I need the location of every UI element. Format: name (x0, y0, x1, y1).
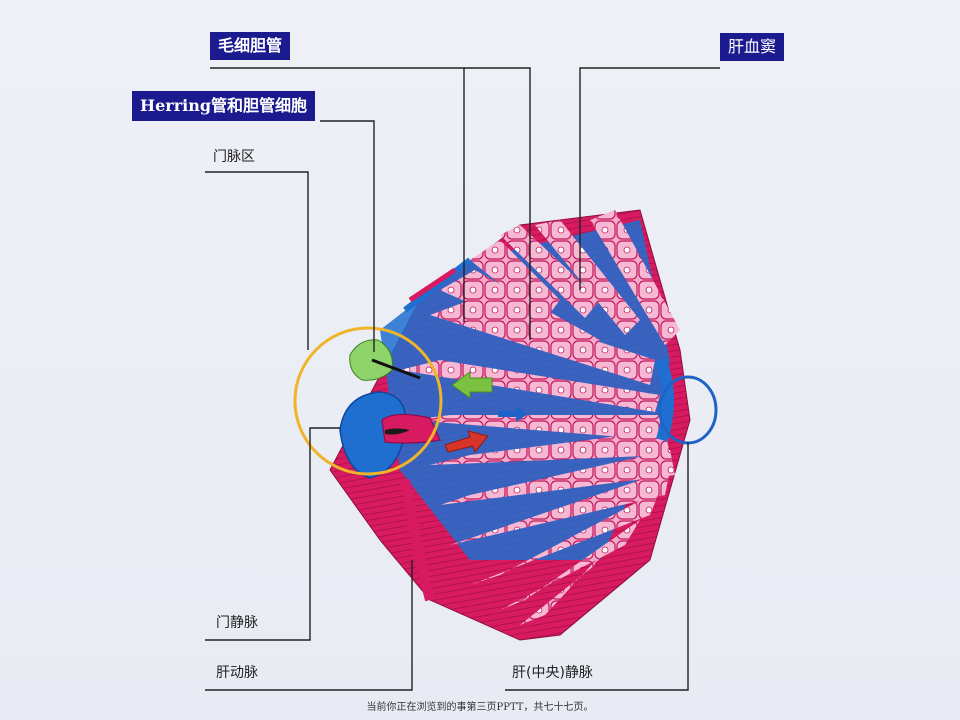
label-bile-canaliculus: 毛细胆管 (210, 32, 291, 60)
hepatocyte-plate (470, 240, 560, 320)
leader-line-portal-area (205, 171, 309, 350)
artery-tail (385, 428, 410, 435)
bile-duct-cells (349, 339, 393, 381)
bile-flow-arrow (451, 371, 493, 399)
hepatocyte-plate (590, 210, 680, 345)
leader-line-artery (205, 560, 413, 691)
hepatocyte-plate (410, 415, 665, 440)
leader-line-central-vein (505, 442, 689, 691)
hepatocyte-plate (430, 430, 670, 465)
hepatocyte-plate (500, 225, 600, 318)
vessel-branch (408, 267, 457, 303)
hepatocyte-plate (440, 270, 600, 358)
blood-flow-arrow (498, 406, 528, 422)
label-hering-duct: Herring管和胆管细胞 (132, 91, 316, 121)
leader-line-hering (320, 120, 375, 352)
blood-flow-arrow (444, 430, 489, 454)
hepatocyte-plates (400, 210, 680, 625)
hepatocyte-plate (535, 220, 640, 335)
leader-line-portal-vein (205, 427, 340, 641)
hepatocyte-plate (400, 360, 660, 412)
slide-footer: 当前你正在浏览到的事第三页PPTT，共七十七页。 (366, 702, 594, 713)
bile-duct-tail (371, 358, 421, 380)
vessel-branch (400, 479, 435, 602)
leader-line-canaliculus (464, 67, 531, 340)
hepatocyte-plate (430, 300, 655, 385)
vessel-branch (403, 257, 472, 313)
label-hepatic-artery: 肝动脉 (216, 665, 258, 681)
label-sinusoid: 肝血窦 (720, 33, 785, 61)
label-portal-area: 门脉区 (213, 149, 255, 165)
central-vein-shape (654, 357, 674, 442)
leader-line-sinusoid (579, 67, 720, 290)
hepatic-artery-shape (381, 413, 441, 444)
portal-area-highlight (293, 326, 443, 476)
hepatocyte-plate (440, 450, 675, 505)
label-portal-vein: 门静脉 (216, 615, 258, 631)
leader-lines (205, 67, 720, 691)
label-central-vein: 肝(中央)静脉 (512, 665, 593, 681)
